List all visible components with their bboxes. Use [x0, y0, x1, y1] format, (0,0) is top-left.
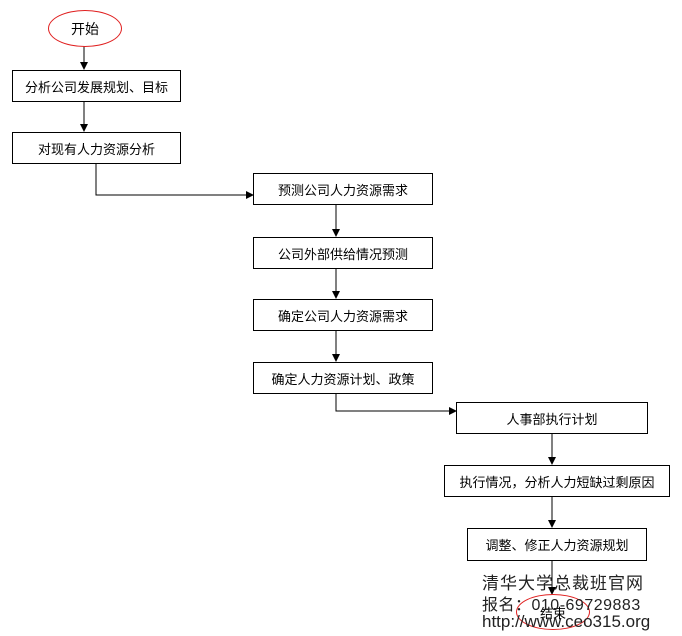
step-analyze-existing-hr: 对现有人力资源分析: [12, 132, 181, 164]
step-forecast-hr-demand: 预测公司人力资源需求: [253, 173, 433, 205]
step-hr-dept-execute: 人事部执行计划: [456, 402, 648, 434]
end-node: 结束: [516, 594, 590, 630]
watermark-phone: 报名：010-69729883: [482, 597, 641, 614]
step-forecast-external-supply: 公司外部供给情况预测: [253, 237, 433, 269]
watermark-title: 清华大学总裁班官网: [482, 574, 644, 593]
start-node: 开始: [48, 10, 122, 47]
step-analyze-company-plan: 分析公司发展规划、目标: [12, 70, 181, 102]
step-adjust-hr-plan: 调整、修正人力资源规划: [467, 528, 647, 561]
step-confirm-hr-plan-policy: 确定人力资源计划、政策: [253, 362, 433, 394]
step-analyze-execution: 执行情况，分析人力短缺过剩原因: [444, 465, 670, 497]
connector-step6-to-step7: [335, 394, 457, 415]
step-confirm-hr-demand: 确定公司人力资源需求: [253, 299, 433, 331]
watermark-url: http://www.ceo315.org: [482, 612, 651, 631]
connector-step2-to-step3: [95, 164, 254, 199]
